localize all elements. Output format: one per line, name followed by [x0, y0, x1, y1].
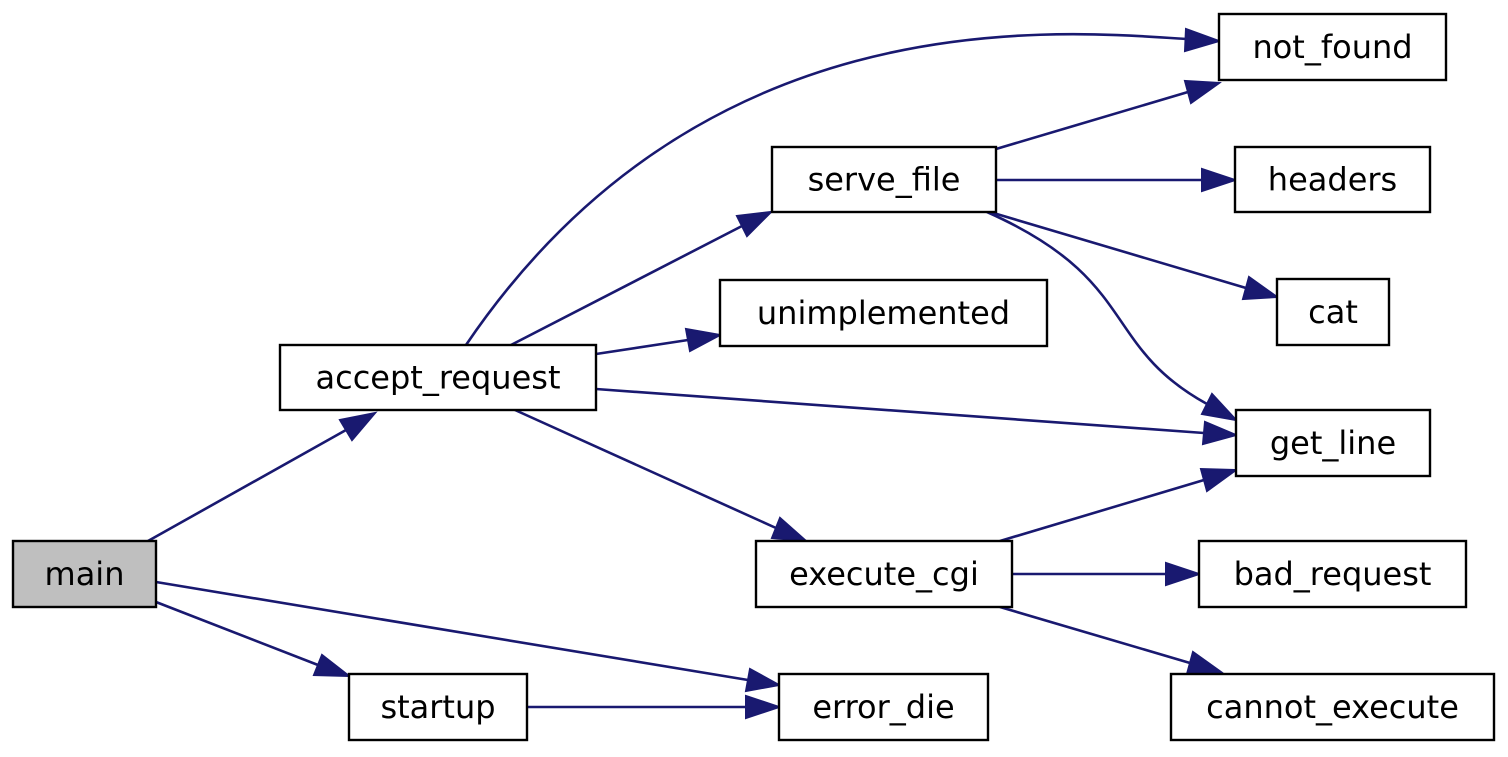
edge-main-to-startup	[155, 600, 353, 678]
edge-arrowhead	[338, 411, 378, 442]
edge-line	[595, 338, 689, 356]
edge-line	[995, 90, 1189, 151]
edge-startup-to-error_die	[527, 694, 783, 720]
node-main[interactable]: main	[11, 539, 158, 609]
node-startup[interactable]: startup	[347, 672, 529, 742]
edge-arrowhead	[684, 327, 724, 353]
edge-arrowhead	[1183, 27, 1223, 53]
node-label: headers	[1268, 161, 1397, 199]
node-label: unimplemented	[757, 294, 1010, 332]
node-label: get_line	[1270, 424, 1396, 462]
edge-execute_cgi-to-bad_request	[1012, 561, 1203, 587]
edge-accept_request-to-serve_file	[510, 210, 774, 347]
node-label: accept_request	[316, 359, 561, 397]
edge-arrowhead	[735, 210, 774, 238]
edge-arrowhead	[1200, 392, 1239, 422]
edge-arrowhead	[312, 653, 353, 678]
node-label: cannot_execute	[1206, 688, 1459, 726]
edge-line	[989, 210, 1247, 290]
node-box[interactable]	[278, 343, 598, 412]
node-label: bad_request	[1234, 555, 1432, 593]
edge-arrowhead	[770, 516, 809, 543]
edge-arrowhead	[1165, 561, 1203, 587]
edge-serve_file-to-headers	[996, 167, 1239, 193]
edge-line	[986, 210, 1208, 406]
node-box[interactable]	[11, 539, 158, 609]
node-box[interactable]	[718, 278, 1049, 348]
edge-accept_request-to-unimplemented	[595, 327, 724, 356]
edge-line	[464, 32, 1187, 346]
node-label: not_found	[1252, 28, 1412, 66]
node-bad-request[interactable]: bad_request	[1197, 539, 1468, 609]
node-execute-cgi[interactable]: execute_cgi	[754, 539, 1014, 609]
node-serve-file[interactable]: serve_file	[770, 145, 998, 214]
edge-arrowhead	[1201, 420, 1240, 446]
edge-accept_request-to-not_found	[464, 27, 1223, 346]
edge-main-to-error_die	[155, 580, 782, 693]
node-box[interactable]	[1234, 408, 1432, 478]
node-accept-request[interactable]: accept_request	[278, 343, 598, 412]
node-label: cat	[1308, 293, 1358, 331]
node-box[interactable]	[1275, 277, 1391, 347]
node-box[interactable]	[347, 672, 529, 742]
node-not-found[interactable]: not_found	[1217, 12, 1448, 82]
node-headers[interactable]: headers	[1233, 145, 1432, 214]
node-box[interactable]	[1169, 672, 1496, 742]
edge-accept_request-to-execute_cgi	[514, 408, 809, 543]
node-box[interactable]	[1197, 539, 1468, 609]
node-label: startup	[380, 688, 495, 726]
edge-arrowhead	[1185, 650, 1224, 676]
edge-line	[155, 600, 319, 667]
edge-line	[595, 387, 1205, 435]
edge-arrowhead	[1201, 167, 1239, 193]
node-box[interactable]	[777, 672, 990, 742]
edge-line	[514, 408, 777, 530]
node-unimplemented[interactable]: unimplemented	[718, 278, 1049, 348]
node-label: serve_file	[808, 161, 961, 199]
edge-arrowhead	[1199, 467, 1239, 493]
edge-line	[155, 580, 749, 682]
edge-arrowhead	[745, 694, 783, 720]
edge-main-to-accept_request	[147, 411, 378, 543]
node-cat[interactable]: cat	[1275, 277, 1391, 347]
edge-line	[999, 605, 1191, 665]
edge-line	[510, 224, 743, 347]
node-box[interactable]	[754, 539, 1014, 609]
edge-arrowhead	[1183, 79, 1222, 105]
edges-layer	[147, 27, 1280, 720]
node-error-die[interactable]: error_die	[777, 672, 990, 742]
edge-execute_cgi-to-get_line	[999, 467, 1239, 543]
node-label: error_die	[812, 688, 954, 726]
node-label: main	[45, 555, 125, 593]
edge-execute_cgi-to-cannot_execute	[999, 605, 1224, 676]
edge-line	[147, 428, 347, 543]
node-cannot-execute[interactable]: cannot_execute	[1169, 672, 1496, 742]
edge-serve_file-to-cat	[989, 210, 1280, 301]
edge-serve_file-to-get_line	[986, 210, 1239, 422]
edge-line	[999, 478, 1205, 543]
node-box[interactable]	[1233, 145, 1432, 214]
node-box[interactable]	[1217, 12, 1448, 82]
node-get-line[interactable]: get_line	[1234, 408, 1432, 478]
edge-serve_file-to-not_found	[995, 79, 1222, 151]
edge-arrowhead	[744, 667, 782, 693]
node-label: execute_cgi	[789, 555, 979, 593]
edge-accept_request-to-get_line	[595, 387, 1240, 446]
edge-arrowhead	[1241, 275, 1280, 301]
node-box[interactable]	[770, 145, 998, 214]
